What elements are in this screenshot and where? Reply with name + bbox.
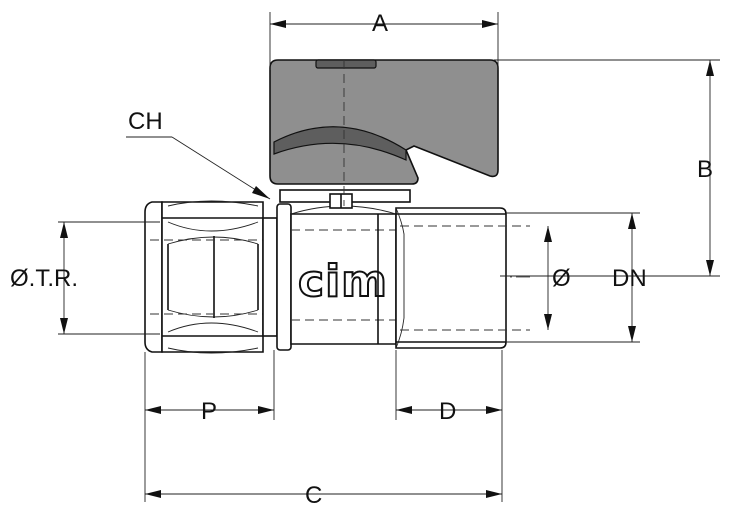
sleeve xyxy=(262,217,278,337)
label-ch: CH xyxy=(128,108,163,135)
label-p: P xyxy=(201,398,217,425)
stem xyxy=(279,189,411,209)
valve-body: cim xyxy=(144,189,530,354)
central-body: cim xyxy=(290,205,397,345)
label-c: C xyxy=(305,482,322,509)
female-thread-end xyxy=(395,207,530,349)
flange-ring xyxy=(276,203,292,351)
label-otr: Ø.T.R. xyxy=(10,265,78,292)
label-o: Ø xyxy=(552,265,571,292)
compression-nut xyxy=(144,200,278,354)
dimension-labels: A B CH Ø.T.R. Ø DN P D C xyxy=(10,10,713,509)
label-d: D xyxy=(439,398,456,425)
label-b: B xyxy=(697,156,713,183)
butterfly-handle xyxy=(269,59,499,206)
brand-logo: cim xyxy=(298,256,388,307)
label-dn: DN xyxy=(612,265,647,292)
label-a: A xyxy=(372,10,388,37)
dimensions xyxy=(58,12,720,502)
